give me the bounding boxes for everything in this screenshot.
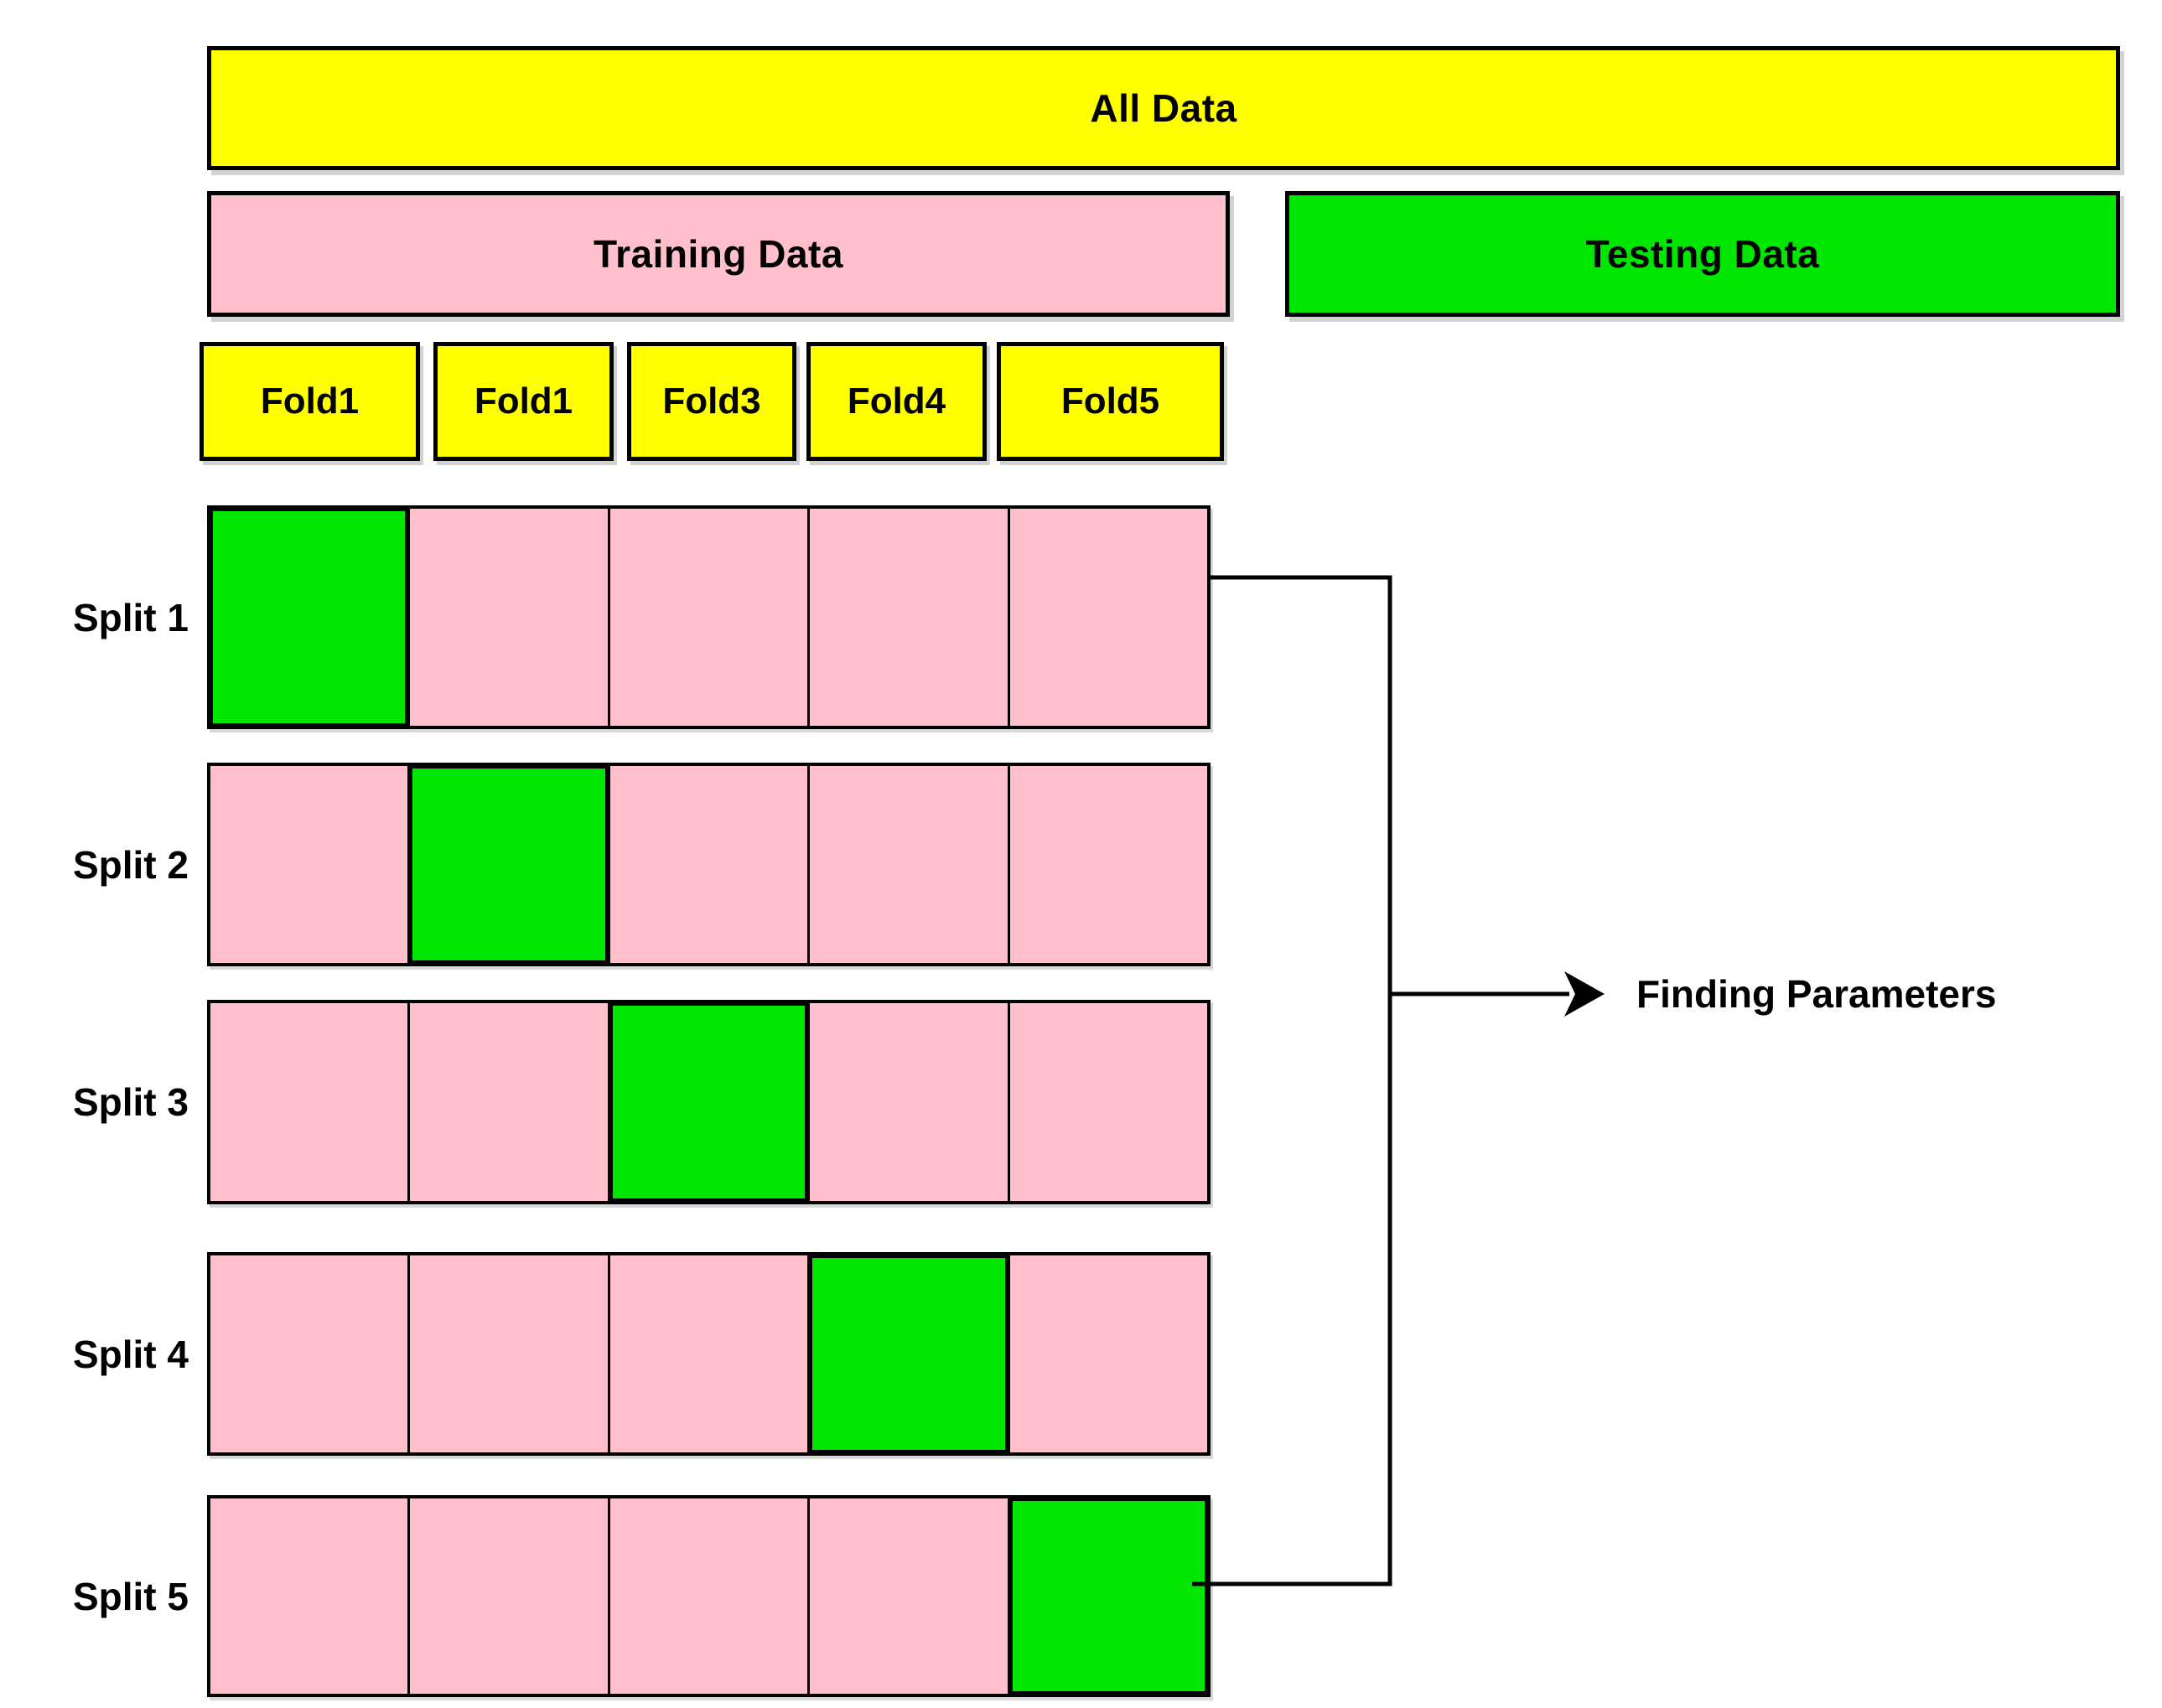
split-3-fold-1-train-cell [210, 1003, 411, 1201]
split-2-row [207, 763, 1211, 966]
split-5-fold-1-train-cell [210, 1498, 411, 1694]
arrow-head-icon [1564, 971, 1605, 1017]
split-3-row [207, 1000, 1211, 1204]
split-4-row [207, 1252, 1211, 1456]
fold-header-2: Fold1 [433, 342, 614, 461]
training-data-bar: Training Data [207, 191, 1230, 317]
finding-parameters-label: Finding Parameters [1636, 972, 1997, 1016]
split-4-fold-4-test-cell [810, 1255, 1010, 1452]
split-1-fold-3-train-cell [609, 509, 811, 726]
testing-data-bar: Testing Data [1285, 191, 2120, 317]
split-1-fold-1-test-cell [210, 509, 411, 726]
split-5-fold-3-train-cell [609, 1498, 811, 1694]
all-data-bar: All Data [207, 46, 2120, 170]
split-1-row [207, 505, 1211, 729]
split-bracket-line [1192, 575, 1392, 1586]
split-1-label: Split 1 [72, 595, 189, 639]
split-5-label: Split 5 [72, 1574, 189, 1618]
split-2-fold-3-train-cell [609, 766, 811, 963]
split-2-label: Split 2 [72, 842, 189, 887]
split-4-fold-5-train-cell [1009, 1255, 1208, 1452]
split-4-fold-3-train-cell [609, 1255, 811, 1452]
split-5-row [207, 1495, 1211, 1697]
split-5-fold-4-train-cell [810, 1498, 1010, 1694]
split-2-fold-5-train-cell [1009, 766, 1208, 963]
split-4-fold-2-train-cell [410, 1255, 610, 1452]
split-3-fold-3-test-cell [609, 1003, 811, 1201]
fold-header-5: Fold5 [997, 342, 1224, 461]
split-2-fold-4-train-cell [810, 766, 1010, 963]
split-4-fold-1-train-cell [210, 1255, 411, 1452]
split-5-fold-2-train-cell [410, 1498, 610, 1694]
split-1-fold-2-train-cell [410, 509, 610, 726]
split-2-fold-1-train-cell [210, 766, 411, 963]
split-3-label: Split 3 [72, 1080, 189, 1124]
split-3-fold-5-train-cell [1009, 1003, 1208, 1201]
split-1-fold-5-train-cell [1009, 509, 1208, 726]
split-2-fold-2-test-cell [410, 766, 610, 963]
split-5-fold-5-test-cell [1009, 1498, 1208, 1694]
fold-header-3: Fold3 [627, 342, 796, 461]
split-4-label: Split 4 [72, 1332, 189, 1376]
fold-header-4: Fold4 [806, 342, 987, 461]
split-3-fold-4-train-cell [810, 1003, 1010, 1201]
fold-header-1: Fold1 [200, 342, 420, 461]
split-1-fold-4-train-cell [810, 509, 1010, 726]
split-3-fold-2-train-cell [410, 1003, 610, 1201]
